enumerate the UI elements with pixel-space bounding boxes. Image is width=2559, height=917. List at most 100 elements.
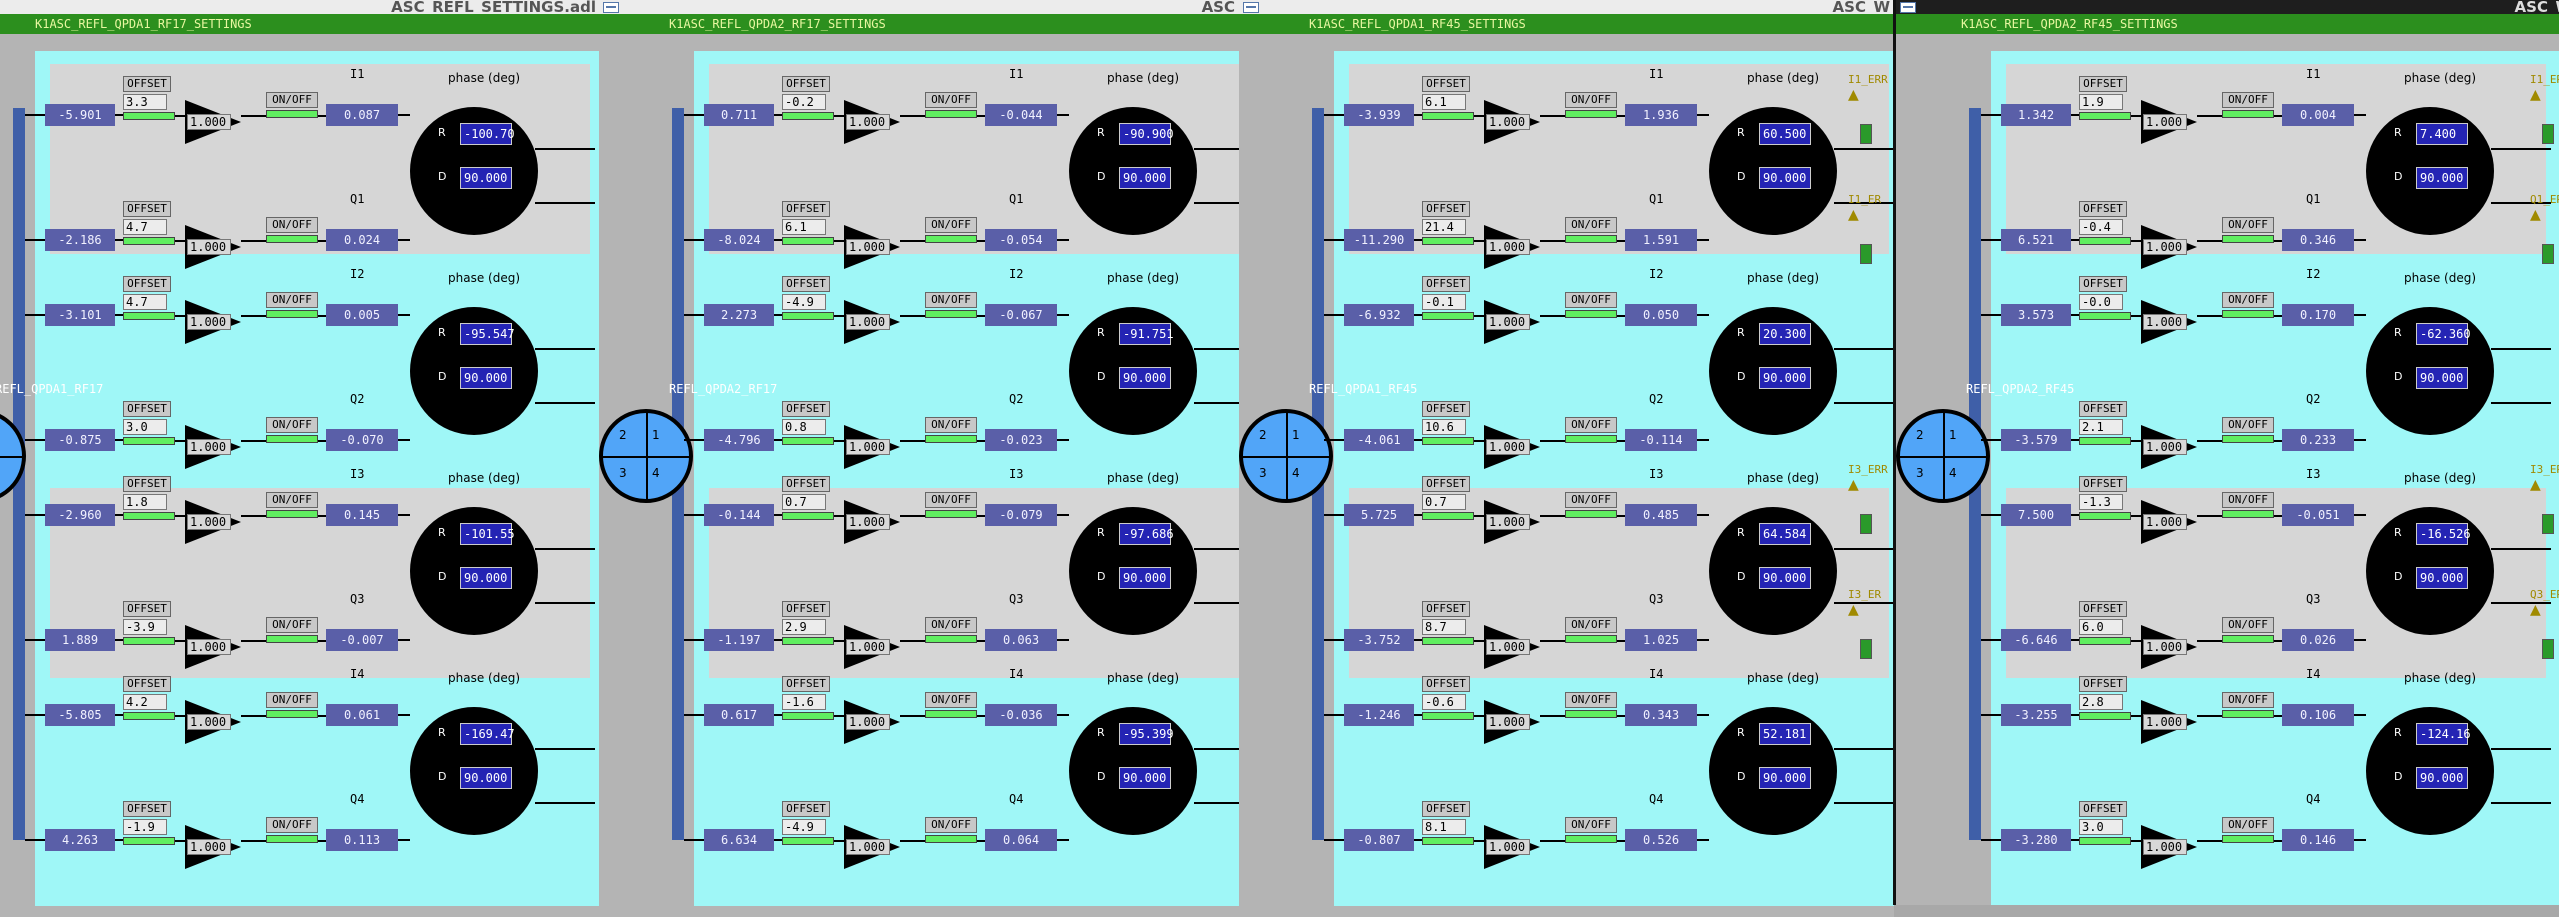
offset-field[interactable]: 8.1	[1422, 819, 1466, 835]
offset-button[interactable]: OFFSET	[123, 801, 171, 817]
gain-field[interactable]: 1.000	[1486, 314, 1530, 330]
onoff-button[interactable]: ON/OFF	[266, 617, 318, 633]
gain-field[interactable]: 1.000	[1486, 639, 1530, 655]
phase-d-field[interactable]: 90.000	[1759, 767, 1811, 789]
gain-field[interactable]: 1.000	[187, 514, 231, 530]
onoff-button[interactable]: ON/OFF	[266, 492, 318, 508]
gain-field[interactable]: 1.000	[1486, 439, 1530, 455]
gain-field[interactable]: 1.000	[187, 314, 231, 330]
phase-d-field[interactable]: 90.000	[1119, 367, 1171, 389]
gain-field[interactable]: 1.000	[846, 714, 890, 730]
phase-d-field[interactable]: 90.000	[460, 167, 512, 189]
offset-slider[interactable]	[2079, 437, 2131, 445]
offset-field[interactable]: -0.0	[2079, 294, 2123, 310]
offset-slider[interactable]	[2079, 112, 2131, 120]
window-titlebar[interactable]: ASC_W	[1896, 0, 2559, 15]
gain-field[interactable]: 1.000	[1486, 239, 1530, 255]
offset-button[interactable]: OFFSET	[1422, 201, 1470, 217]
window-menu-icon[interactable]	[1243, 2, 1259, 13]
offset-button[interactable]: OFFSET	[1422, 676, 1470, 692]
offset-button[interactable]: OFFSET	[123, 676, 171, 692]
phase-d-field[interactable]: 90.000	[460, 567, 512, 589]
offset-slider[interactable]	[1422, 837, 1474, 845]
offset-slider[interactable]	[782, 712, 834, 720]
gain-field[interactable]: 1.000	[2143, 714, 2187, 730]
onoff-button[interactable]: ON/OFF	[925, 92, 977, 108]
offset-field[interactable]: 0.8	[782, 419, 826, 435]
offset-slider[interactable]	[1422, 712, 1474, 720]
gain-field[interactable]: 1.000	[2143, 114, 2187, 130]
onoff-button[interactable]: ON/OFF	[266, 417, 318, 433]
gain-field[interactable]: 1.000	[846, 639, 890, 655]
offset-slider[interactable]	[2079, 837, 2131, 845]
offset-field[interactable]: -0.2	[782, 94, 826, 110]
gain-field[interactable]: 1.000	[846, 314, 890, 330]
offset-slider[interactable]	[782, 437, 834, 445]
offset-field[interactable]: 1.9	[2079, 94, 2123, 110]
gain-field[interactable]: 1.000	[846, 114, 890, 130]
phase-d-field[interactable]: 90.000	[2416, 367, 2468, 389]
offset-button[interactable]: OFFSET	[2079, 401, 2127, 417]
offset-slider[interactable]	[782, 312, 834, 320]
offset-button[interactable]: OFFSET	[1422, 276, 1470, 292]
offset-field[interactable]: 2.1	[2079, 419, 2123, 435]
onoff-button[interactable]: ON/OFF	[1565, 92, 1617, 108]
onoff-button[interactable]: ON/OFF	[925, 417, 977, 433]
offset-slider[interactable]	[1422, 512, 1474, 520]
phase-d-field[interactable]: 90.000	[1119, 767, 1171, 789]
offset-slider[interactable]	[123, 512, 175, 520]
phase-d-field[interactable]: 90.000	[1759, 567, 1811, 589]
gain-field[interactable]: 1.000	[846, 839, 890, 855]
phase-d-field[interactable]: 90.000	[2416, 767, 2468, 789]
window-menu-icon[interactable]	[1900, 2, 1916, 13]
phase-r-field[interactable]: -95.547	[460, 323, 515, 345]
offset-field[interactable]: 4.7	[123, 294, 167, 310]
gain-field[interactable]: 1.000	[846, 239, 890, 255]
onoff-button[interactable]: ON/OFF	[2222, 417, 2274, 433]
gain-field[interactable]: 1.000	[2143, 314, 2187, 330]
offset-slider[interactable]	[123, 712, 175, 720]
offset-button[interactable]: OFFSET	[123, 201, 171, 217]
offset-field[interactable]: -1.3	[2079, 494, 2123, 510]
gain-field[interactable]: 1.000	[2143, 514, 2187, 530]
offset-slider[interactable]	[123, 312, 175, 320]
onoff-button[interactable]: ON/OFF	[266, 217, 318, 233]
offset-slider[interactable]	[2079, 712, 2131, 720]
onoff-button[interactable]: ON/OFF	[1565, 417, 1617, 433]
gain-field[interactable]: 1.000	[2143, 639, 2187, 655]
phase-r-field[interactable]: -97.686	[1119, 523, 1174, 545]
settings-window-4[interactable]: ASC_WK1ASC_REFL_QPDA2_RF45_SETTINGSREFL_…	[1893, 0, 2559, 905]
window-menu-icon[interactable]	[603, 2, 619, 13]
offset-field[interactable]: 6.1	[782, 219, 826, 235]
offset-slider[interactable]	[123, 837, 175, 845]
offset-button[interactable]: OFFSET	[2079, 276, 2127, 292]
offset-field[interactable]: 6.1	[1422, 94, 1466, 110]
offset-button[interactable]: OFFSET	[1422, 476, 1470, 492]
offset-field[interactable]: 21.4	[1422, 219, 1466, 235]
phase-r-field[interactable]: 52.181	[1759, 723, 1811, 745]
onoff-button[interactable]: ON/OFF	[2222, 217, 2274, 233]
phase-r-field[interactable]: -91.751	[1119, 323, 1174, 345]
offset-field[interactable]: -4.9	[782, 294, 826, 310]
phase-r-field[interactable]: 7.400	[2416, 123, 2468, 145]
offset-field[interactable]: 10.6	[1422, 419, 1466, 435]
phase-d-field[interactable]: 90.000	[2416, 167, 2468, 189]
onoff-button[interactable]: ON/OFF	[925, 692, 977, 708]
phase-d-field[interactable]: 90.000	[1119, 167, 1171, 189]
offset-slider[interactable]	[2079, 312, 2131, 320]
onoff-button[interactable]: ON/OFF	[925, 617, 977, 633]
offset-button[interactable]: OFFSET	[782, 476, 830, 492]
offset-button[interactable]: OFFSET	[2079, 601, 2127, 617]
offset-button[interactable]: OFFSET	[782, 601, 830, 617]
onoff-button[interactable]: ON/OFF	[2222, 492, 2274, 508]
offset-field[interactable]: 2.8	[2079, 694, 2123, 710]
offset-slider[interactable]	[2079, 237, 2131, 245]
gain-field[interactable]: 1.000	[2143, 839, 2187, 855]
offset-slider[interactable]	[782, 837, 834, 845]
offset-slider[interactable]	[123, 112, 175, 120]
offset-field[interactable]: -0.4	[2079, 219, 2123, 235]
offset-slider[interactable]	[1422, 237, 1474, 245]
